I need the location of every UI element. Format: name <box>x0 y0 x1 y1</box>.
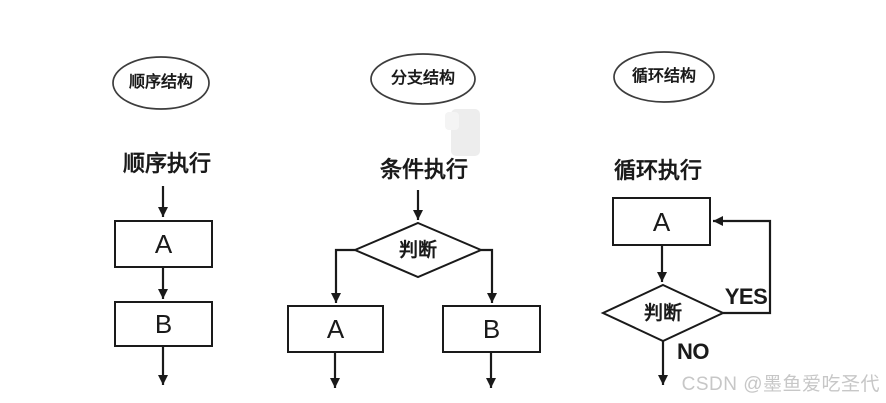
sequential-title: 顺序执行 <box>122 150 211 176</box>
branch-structure-ellipse <box>370 53 476 105</box>
seq-process-box-b <box>114 301 213 347</box>
branch-diamond-label: 判断 <box>398 239 437 261</box>
loop-title: 循环执行 <box>613 157 702 183</box>
branch-process-box-b <box>442 305 541 353</box>
sequential-structure-ellipse <box>112 56 210 110</box>
loop-process-box-a <box>612 197 711 246</box>
branch-process-box-a <box>287 305 384 353</box>
branch-title: 条件执行 <box>379 156 468 182</box>
branch-box-b-label: B <box>482 314 501 344</box>
loop-yes-label: YES <box>724 283 768 309</box>
loop-decision-diamond <box>600 283 726 343</box>
branch-connector-right <box>481 248 497 303</box>
seq-box-b-label: B <box>154 309 173 339</box>
loop-diamond-label: 判断 <box>643 302 682 324</box>
branch-decision-diamond <box>352 221 484 279</box>
loop-back-connector <box>713 216 772 315</box>
screenshot-smudge-artifact <box>445 109 480 156</box>
loop-ellipse-label: 循环结构 <box>631 68 696 85</box>
csdn-watermark: CSDN @墨鱼爱吃圣代 <box>681 374 880 395</box>
sequential-ellipse-label: 顺序结构 <box>128 74 193 91</box>
loop-no-label: NO <box>677 339 710 364</box>
branch-ellipse-label: 分支结构 <box>390 70 455 87</box>
branch-box-a-label: A <box>326 314 345 344</box>
seq-process-box-a <box>114 220 213 268</box>
loop-box-a-label: A <box>652 206 671 237</box>
loop-structure-ellipse <box>613 51 715 103</box>
seq-box-a-label: A <box>154 229 173 259</box>
branch-connector-left <box>331 248 355 303</box>
